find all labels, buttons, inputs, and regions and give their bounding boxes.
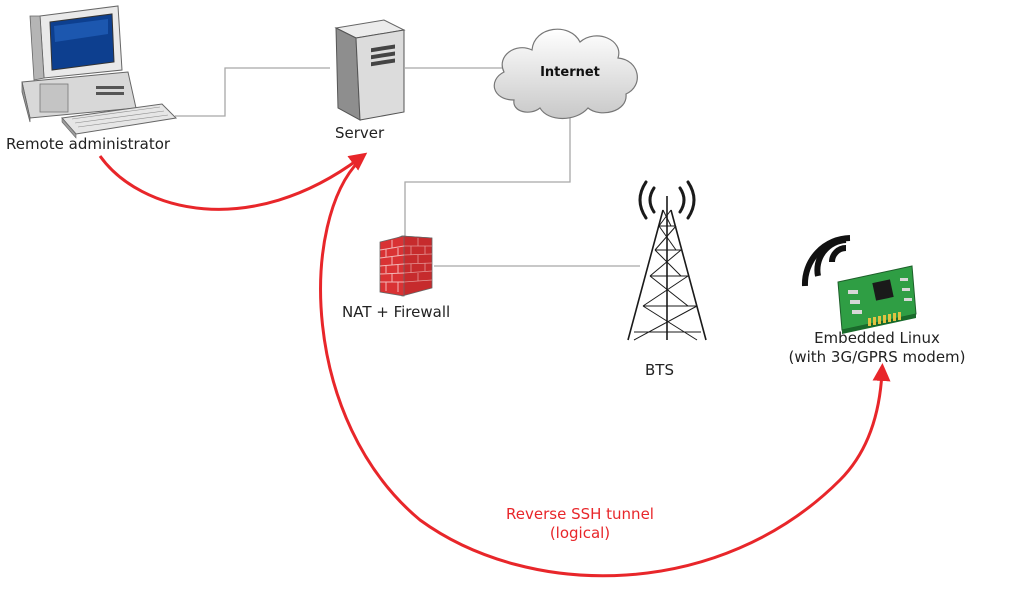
brick-firewall-icon xyxy=(379,235,433,297)
bts-label: BTS xyxy=(645,361,674,379)
connector-lines xyxy=(175,67,640,267)
cell-tower-icon xyxy=(627,180,707,341)
cloud-icon xyxy=(493,28,638,120)
nat-firewall-label: NAT + Firewall xyxy=(342,303,451,321)
reverse-ssh-tunnel-arrows xyxy=(98,152,891,578)
reverse-ssh-tunnel-label: Reverse SSH tunnel (logical) xyxy=(480,505,680,543)
link-internet-firewall xyxy=(404,112,571,238)
server-label: Server xyxy=(335,124,385,142)
server-tower-icon xyxy=(334,19,406,121)
remote-administrator-label: Remote administrator xyxy=(6,135,171,153)
embedded-linux-line1: Embedded Linux xyxy=(814,329,940,347)
tunnel-arc-arrow xyxy=(319,158,891,578)
desktop-computer-icon xyxy=(21,5,178,139)
internet-label: Internet xyxy=(540,65,600,80)
link-admin-server xyxy=(175,67,330,117)
tunnel-line2: (logical) xyxy=(549,524,611,542)
embedded-linux-label: Embedded Linux (with 3G/GPRS modem) xyxy=(770,329,984,367)
circuit-board-icon xyxy=(801,235,917,334)
embedded-linux-line2: (with 3G/GPRS modem) xyxy=(788,348,966,366)
admin-to-server-arrow xyxy=(98,152,368,211)
tunnel-line1: Reverse SSH tunnel xyxy=(506,505,654,523)
